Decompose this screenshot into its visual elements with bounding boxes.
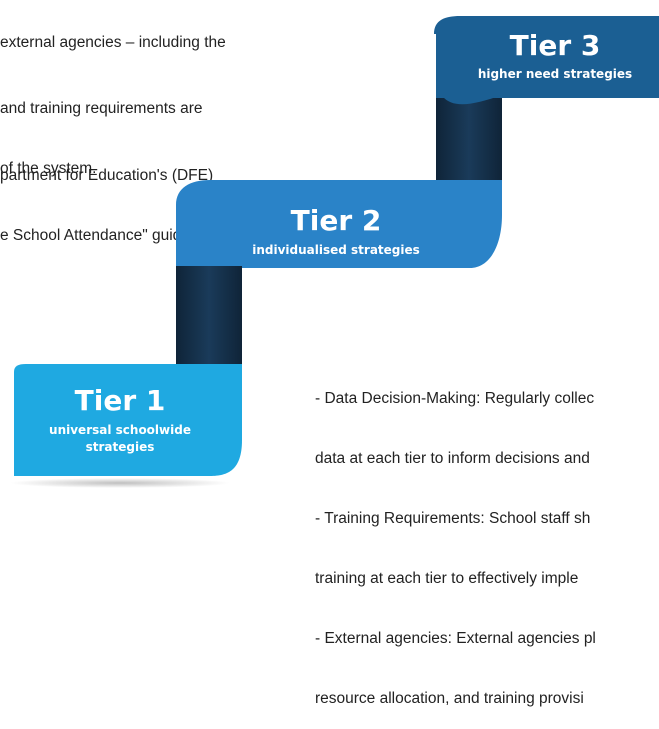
- intro-line: and training requirements are: [0, 100, 203, 117]
- note-line: training at each tier to effectively imp…: [315, 570, 579, 587]
- notes-list: - Data Decision-Making: Regularly collec…: [315, 349, 596, 729]
- tier-2-title: Tier 2: [290, 204, 382, 237]
- tier-3-band: [434, 16, 659, 98]
- tier-3-subtitle: higher need strategies: [477, 67, 633, 81]
- note-line: data at each tier to inform decisions an…: [315, 450, 590, 467]
- connector-upper: [436, 95, 502, 197]
- tier-1-subtitle-line-1: universal schoolwide: [49, 423, 191, 437]
- note-line: - Data Decision-Making: Regularly collec: [315, 390, 595, 407]
- intro-line: partment for Education's (DFE): [0, 167, 214, 184]
- tier-1-shadow: [10, 478, 230, 488]
- intro-paragraph-1: external agencies – including the: [0, 0, 226, 73]
- note-line: resource allocation, and training provis…: [315, 690, 584, 707]
- connector-lower: [176, 266, 242, 366]
- intro-line: external agencies – including the: [0, 34, 226, 51]
- tier-1-subtitle-line-2: strategies: [85, 440, 155, 454]
- tier-3-title: Tier 3: [509, 29, 601, 62]
- tier-ribbon-diagram: [10, 16, 659, 488]
- tier-2-band: [176, 180, 502, 268]
- tier-2-subtitle: individualised strategies: [252, 243, 420, 257]
- note-line: - External agencies: External agencies p…: [315, 630, 596, 647]
- intro-line: of the system.: [0, 160, 97, 177]
- intro-paragraph-2: and training requirements are of the sys…: [0, 59, 202, 199]
- note-line: - Training Requirements: School staff sh: [315, 510, 591, 527]
- tier-1-band: [14, 364, 242, 476]
- tier-1-title: Tier 1: [74, 384, 166, 417]
